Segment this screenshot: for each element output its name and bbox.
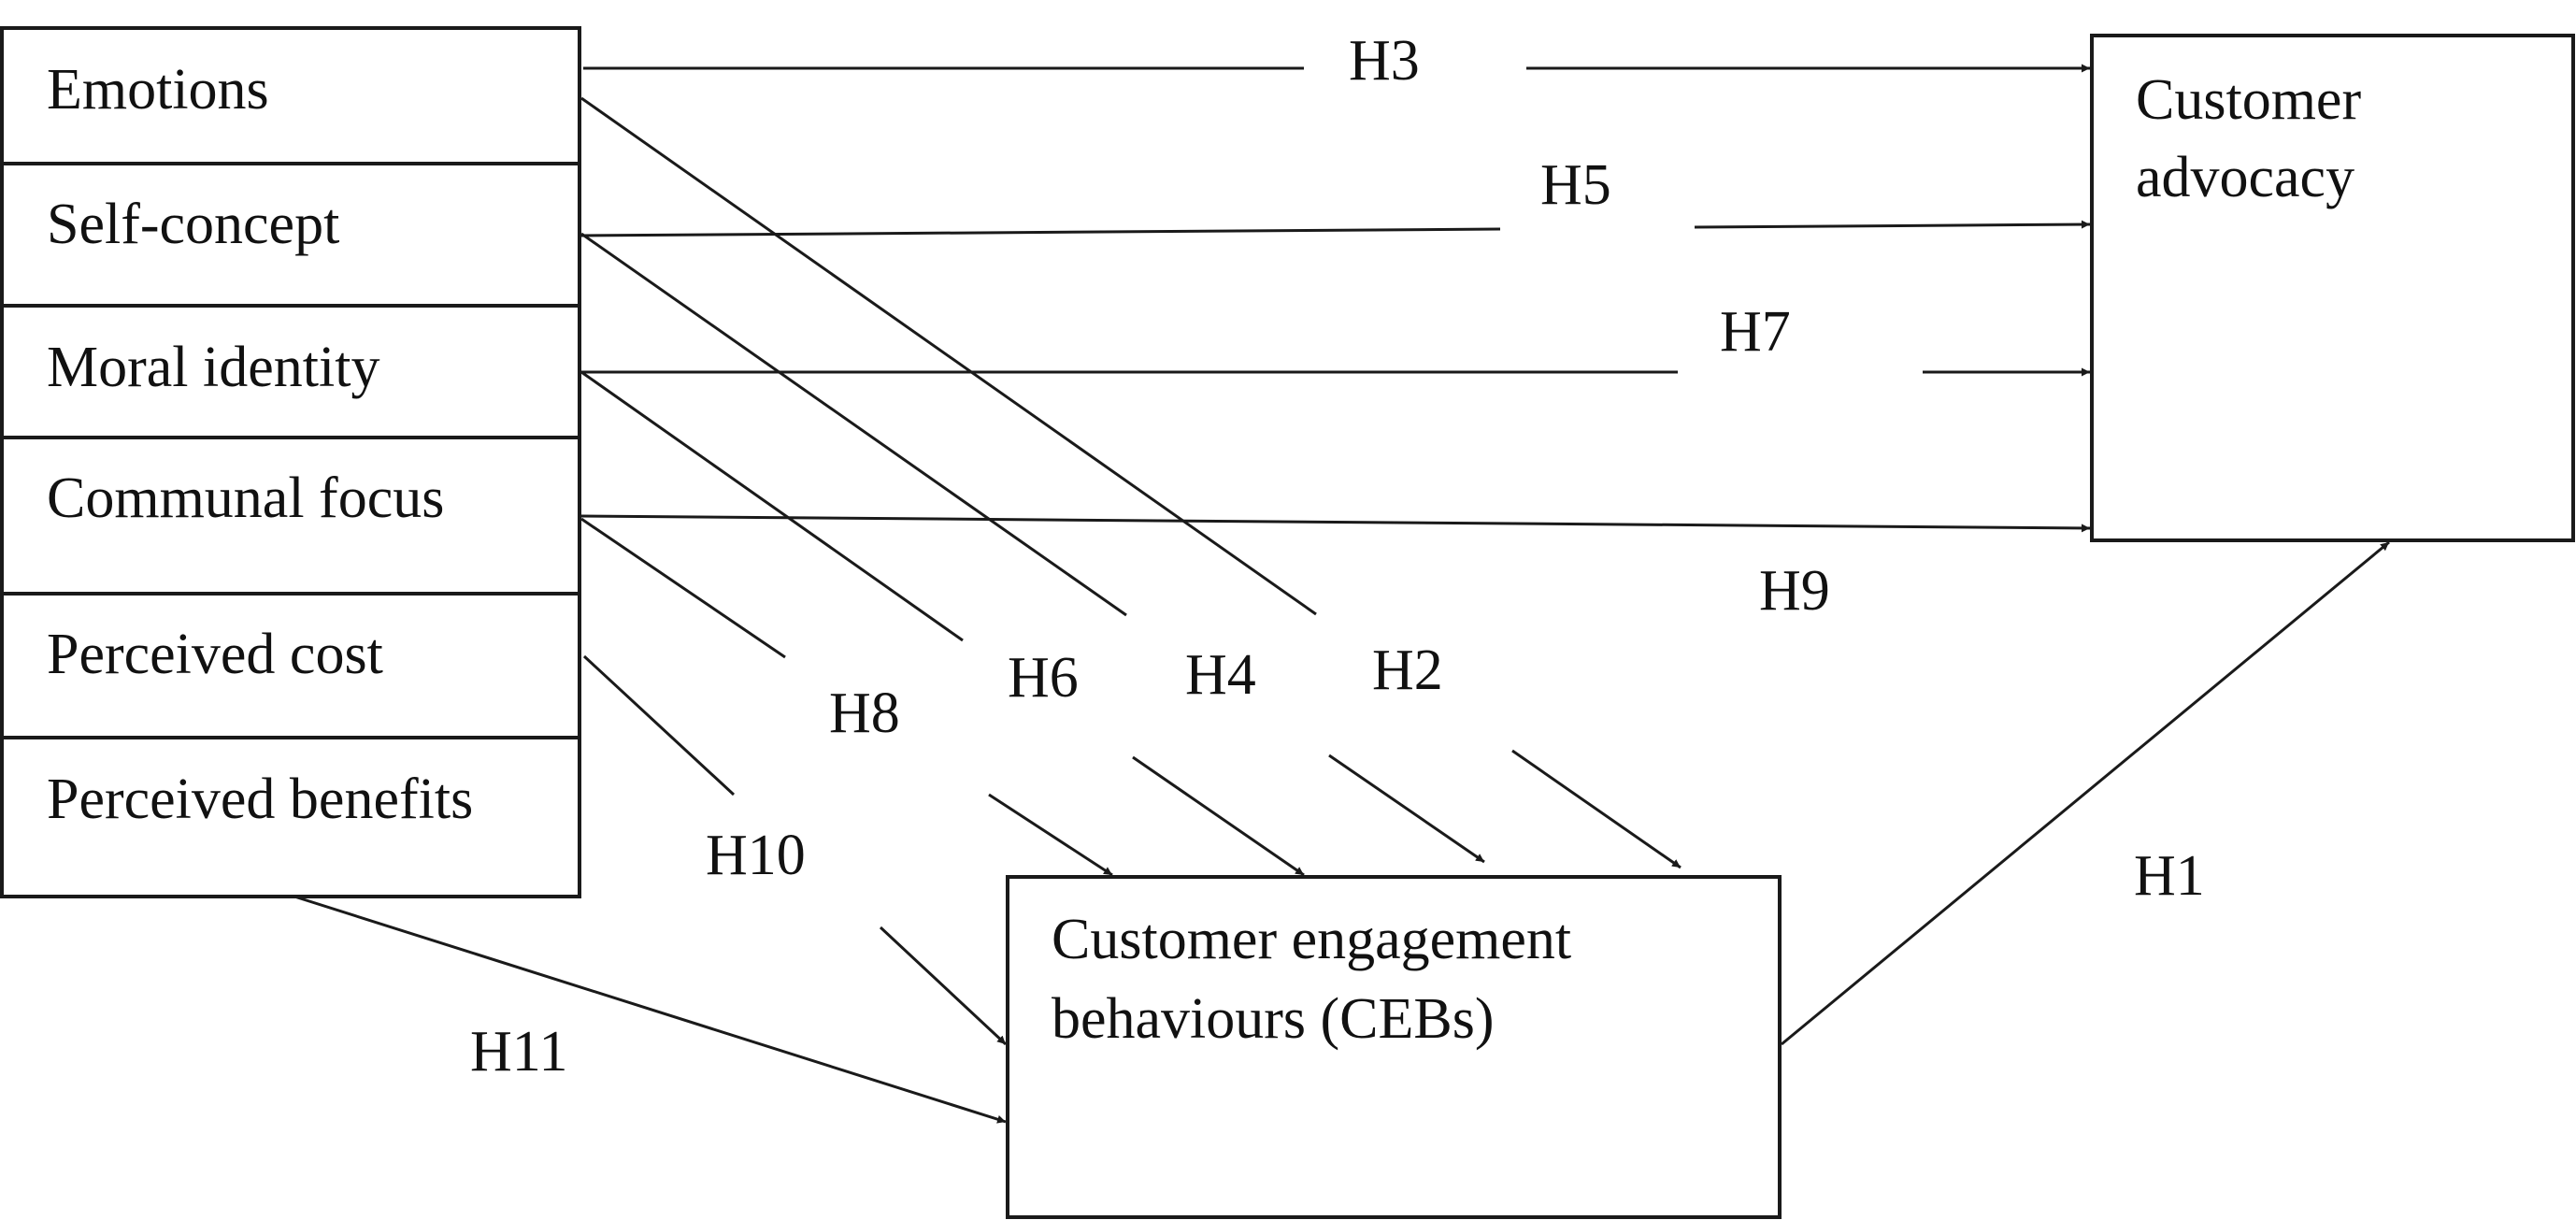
h6-label: H6 (1008, 646, 1079, 710)
h10-label: H10 (706, 824, 806, 887)
customer-advocacy-label-line2: advocacy (2136, 146, 2354, 209)
h2-arrow-segment-b (1511, 749, 1682, 869)
hypothesis-labels: H3 H5 H7 H9 H2 H4 H6 H8 H10 H11 H1 (470, 29, 2205, 1084)
perceived-benefits-label: Perceived benefits (47, 768, 473, 831)
h4-arrow-segment-a (580, 232, 1127, 617)
h6-arrow-segment-a (580, 370, 964, 642)
h8-arrow-segment-b (988, 793, 1113, 877)
direct-paths (580, 64, 2091, 533)
h6-arrow-segment-b (1132, 755, 1305, 877)
h1-label: H1 (2134, 844, 2205, 908)
antecedents-stack: Emotions Self-concept Moral identity Com… (0, 26, 581, 898)
perceived-benefits-box (0, 736, 581, 898)
h5-label: H5 (1540, 153, 1611, 217)
customer-advocacy-label-line1: Customer (2136, 68, 2361, 132)
h7-label: H7 (1720, 300, 1791, 364)
h4-arrow-segment-b (1328, 754, 1485, 864)
h5-arrow-segment-a (580, 227, 1501, 237)
perceived-cost-label: Perceived cost (47, 623, 383, 686)
customer-advocacy-box (2090, 34, 2575, 542)
h8-arrow-segment-a (580, 517, 786, 659)
ceb-node: Customer engagement behaviours (CEBs) (1006, 875, 1782, 1219)
h11-label: H11 (470, 1020, 567, 1084)
h2-arrow-segment-a (580, 96, 1317, 616)
h3-label: H3 (1349, 29, 1420, 93)
h1-arrow (1781, 540, 2390, 1046)
mediated-paths (293, 96, 1682, 1124)
self-concept-label: Self-concept (47, 193, 339, 256)
moral-identity-label: Moral identity (47, 336, 379, 399)
h10-arrow-segment-a (582, 654, 736, 797)
ceb-label-line1: Customer engagement (1052, 908, 1571, 971)
h11-arrow (293, 895, 1007, 1124)
h8-label: H8 (829, 682, 900, 745)
h5-arrow-segment-b (1694, 220, 2091, 229)
h2-label: H2 (1372, 639, 1443, 702)
h9-arrow (580, 514, 2091, 533)
communal-focus-label: Communal focus (47, 466, 444, 530)
h10-arrow-segment-b (879, 926, 1008, 1046)
customer-advocacy-node: Customer advocacy (2090, 34, 2575, 542)
ceb-box (1006, 875, 1782, 1219)
h4-label: H4 (1185, 643, 1256, 707)
h9-label: H9 (1759, 559, 1830, 623)
ceb-label-line2: behaviours (CEBs) (1052, 987, 1495, 1051)
emotions-label: Emotions (47, 58, 269, 122)
